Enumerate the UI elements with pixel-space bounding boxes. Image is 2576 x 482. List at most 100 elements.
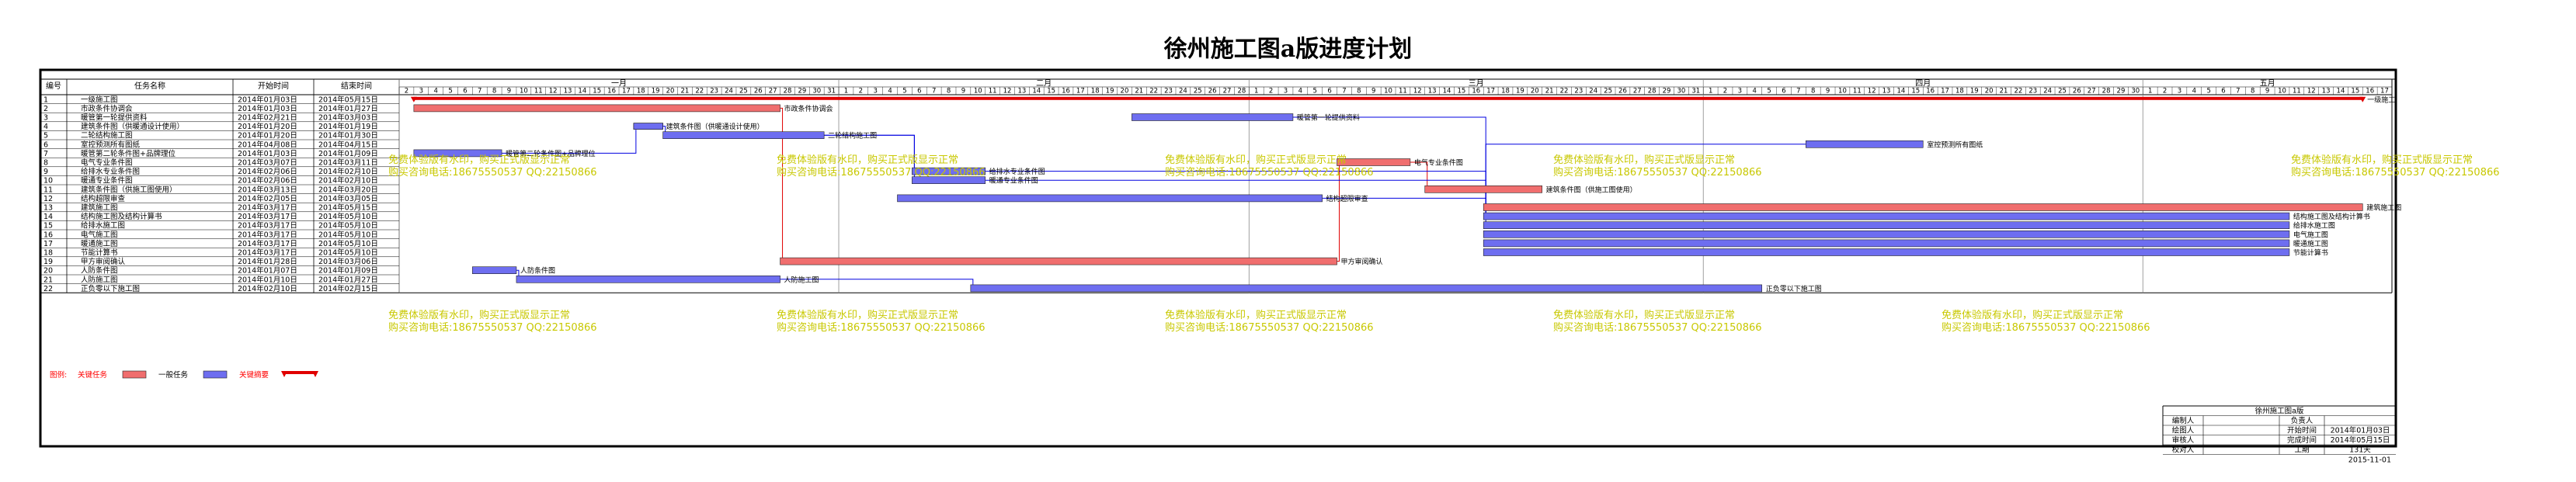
info-cell: 审核人	[2172, 435, 2195, 445]
task-name: 暖通专业条件图	[81, 176, 133, 186]
day-label: 13	[564, 88, 572, 95]
task-bar	[1483, 203, 2363, 211]
day-label: 13	[1017, 88, 1026, 95]
task-start: 2014年01月10日	[238, 275, 297, 284]
day-label: 6	[1782, 88, 1785, 95]
day-label: 29	[1663, 88, 1671, 95]
watermark-line1: 免费体验版有水印，购买正式版显示正常	[388, 154, 570, 166]
task-start: 2014年03月07日	[238, 158, 297, 168]
col-header-id: 编号	[46, 81, 61, 91]
day-label: 4	[433, 88, 437, 95]
task-bar	[1483, 248, 2290, 256]
day-label: 17	[2380, 88, 2389, 95]
day-label: 3	[873, 88, 877, 95]
info-cell: 2014年05月15日	[2331, 435, 2390, 445]
task-name: 电气专业条件图	[81, 158, 133, 168]
day-label: 27	[1633, 88, 1642, 95]
legend: 图例:关键任务一般任务关键摘要	[50, 370, 318, 380]
day-label: 9	[2265, 88, 2269, 95]
task-bar	[1483, 230, 2290, 238]
bar-label: 节能计算书	[2293, 248, 2328, 258]
day-label: 8	[492, 88, 496, 95]
day-label: 6	[2221, 88, 2225, 95]
task-id: 7	[43, 150, 48, 158]
task-start: 2014年02月10日	[238, 284, 297, 293]
task-name: 建筑条件图（供施工图使用）	[81, 185, 177, 194]
day-label: 24	[2043, 88, 2052, 95]
task-name: 暖管第一轮提供资料	[81, 113, 148, 123]
day-label: 28	[1237, 88, 1246, 95]
day-label: 15	[1457, 88, 1465, 95]
task-end: 2014年01月09日	[318, 149, 378, 158]
day-label: 31	[1691, 88, 1700, 95]
day-label: 15	[2351, 88, 2359, 95]
watermark-line2: 购买咨询电话:18675550537 QQ:22150866	[1165, 321, 1374, 334]
bar-label: 人防施工图	[784, 275, 819, 284]
legend-label: 关键任务	[78, 370, 108, 380]
watermark-line2: 购买咨询电话:18675550537 QQ:22150866	[388, 321, 597, 334]
day-label: 10	[1384, 88, 1392, 95]
day-label: 30	[812, 88, 821, 95]
day-label: 30	[2131, 88, 2140, 95]
day-label: 19	[1516, 88, 1524, 95]
task-end: 2014年03月05日	[318, 194, 378, 203]
day-label: 10	[1838, 88, 1847, 95]
watermark-line1: 免费体验版有水印，购买正式版显示正常	[1165, 154, 1347, 166]
watermark-line2: 购买咨询电话:18675550537 QQ:22150866	[1553, 166, 1762, 179]
info-cell: 完成时间	[2287, 435, 2317, 445]
info-cell: 开始时间	[2287, 426, 2317, 435]
task-name: 人防施工图	[81, 275, 118, 284]
day-label: 19	[1970, 88, 1979, 95]
day-label: 5	[1313, 88, 1317, 95]
bar-label: 建筑条件图（供暖通设计使用）	[666, 122, 764, 131]
day-label: 6	[917, 88, 921, 95]
watermark-line1: 免费体验版有水印，购买正式版显示正常	[1553, 154, 1735, 166]
col-header-name: 任务名称	[134, 81, 165, 91]
task-start: 2014年01月03日	[238, 95, 297, 104]
bar-label: 正负零以下施工图	[1766, 284, 1822, 293]
day-label: 22	[695, 88, 704, 95]
task-name: 节能计算书	[81, 248, 118, 258]
task-start: 2014年01月07日	[238, 266, 297, 276]
day-label: 23	[1164, 88, 1173, 95]
day-label: 31	[827, 88, 836, 95]
dependency-link	[662, 126, 666, 132]
day-label: 20	[1985, 88, 1994, 95]
day-label: 2	[2163, 88, 2167, 95]
bar-label: 二轮结构施工图	[828, 131, 877, 140]
dependency-link	[1410, 161, 1428, 186]
day-label: 25	[1194, 88, 1202, 95]
day-label: 20	[666, 88, 675, 95]
task-id: 15	[43, 222, 53, 231]
task-end: 2014年05月15日	[318, 203, 378, 213]
legend-swatch-normal	[203, 370, 228, 379]
day-label: 22	[2014, 88, 2022, 95]
task-id: 4	[43, 123, 48, 131]
task-bar	[516, 275, 780, 283]
day-label: 9	[961, 88, 965, 95]
day-label: 12	[1868, 88, 1876, 95]
day-label: 19	[1106, 88, 1114, 95]
day-label: 10	[520, 88, 528, 95]
day-label: 8	[1811, 88, 1815, 95]
day-label: 6	[463, 88, 467, 95]
watermark-line2: 购买咨询电话:18675550537 QQ:22150866	[2291, 166, 2500, 179]
watermark-line1: 免费体验版有水印，购买正式版显示正常	[388, 309, 570, 321]
page-title: 徐州施工图a版进度计划	[1163, 36, 1413, 63]
watermark-line1: 免费体验版有水印，购买正式版显示正常	[2291, 154, 2473, 166]
day-label: 18	[1501, 88, 1510, 95]
summary-bar	[413, 96, 2363, 100]
task-bar	[662, 131, 825, 139]
day-label: 12	[1003, 88, 1012, 95]
legend-label: 一般任务	[158, 370, 189, 380]
day-label: 11	[1853, 88, 1862, 95]
task-start: 2014年03月13日	[238, 185, 297, 194]
day-label: 28	[1648, 88, 1656, 95]
day-label: 9	[1371, 88, 1375, 95]
month-label: 一月	[611, 79, 627, 88]
task-bar	[1483, 212, 2290, 220]
day-label: 29	[2117, 88, 2126, 95]
watermark-line1: 免费体验版有水印，购买正式版显示正常	[1553, 309, 1735, 321]
legend-summary-cap	[281, 371, 287, 377]
